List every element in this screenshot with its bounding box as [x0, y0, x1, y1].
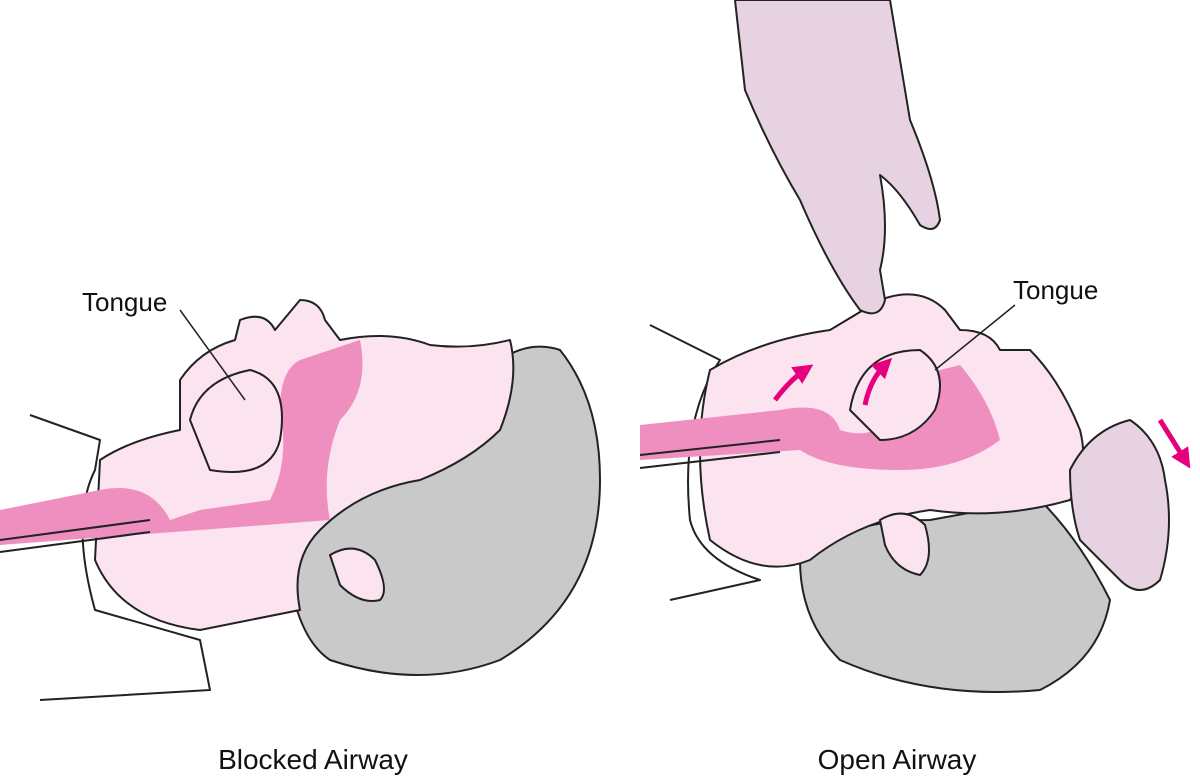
- airway-left: [0, 340, 363, 545]
- top-hand: [734, 0, 941, 315]
- blocked-airway-figure: [0, 299, 601, 701]
- arrow-chin-lift-1: [773, 364, 814, 402]
- arrow-chin-lift-2: [862, 357, 893, 406]
- caption-blocked-airway: Blocked Airway: [218, 744, 408, 775]
- tongue-left: [189, 369, 283, 473]
- caption-open-airway: Open Airway: [817, 744, 977, 775]
- motion-arrows: [773, 357, 1191, 469]
- tongue-label-right: Tongue: [1013, 275, 1099, 305]
- open-airway-figure: [639, 0, 1170, 693]
- forehead-hand: [1069, 419, 1170, 591]
- ear-left: [329, 547, 385, 602]
- trachea-lines-right: [639, 439, 781, 469]
- trachea-lines-left: [0, 519, 151, 553]
- arrow-head-tilt: [1157, 418, 1191, 469]
- shirt-collar-right: [649, 324, 761, 601]
- ear-right: [879, 512, 930, 576]
- tongue-leader-right: [934, 304, 1016, 371]
- tongue-leader-left: [179, 309, 246, 401]
- tongue-label-left: Tongue: [82, 287, 168, 317]
